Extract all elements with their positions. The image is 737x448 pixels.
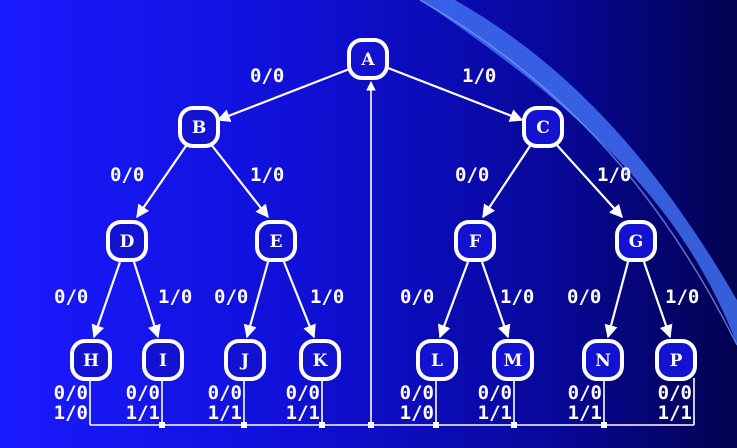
edge-g-n [604, 261, 630, 339]
node-g [615, 220, 657, 262]
node-label-i: I [159, 351, 167, 371]
leaf-return-p-1: 1/1 [658, 402, 692, 424]
node-b [178, 106, 220, 148]
node-i [142, 339, 184, 381]
edge-label-d-h: 0/0 [54, 286, 88, 308]
edge-label-f-l: 0/0 [400, 286, 434, 308]
edge-label-c-g: 1/0 [597, 164, 631, 186]
edge-d-i [132, 261, 161, 339]
leaf-return-i-0: 0/0 [126, 382, 160, 404]
edge-c-f [482, 142, 533, 219]
edge-label-a-c: 1/0 [462, 65, 496, 87]
node-j [224, 339, 266, 381]
leaf-return-i-1: 1/1 [126, 402, 160, 424]
decorative-swoosh-highlight [419, 0, 737, 346]
node-a [347, 38, 389, 80]
edge-b-e [209, 142, 269, 219]
node-k [299, 339, 341, 381]
leaf-return-h-1: 1/0 [54, 402, 88, 424]
node-l [416, 339, 458, 381]
node-label-d: D [120, 232, 135, 252]
node-label-a: A [360, 50, 375, 70]
node-label-n: N [595, 351, 611, 371]
leaf-return-p-0: 0/0 [658, 382, 692, 404]
node-label-p: P [670, 351, 683, 371]
node-label-h: H [83, 351, 99, 371]
edge-label-d-i: 1/0 [158, 286, 192, 308]
node-label-e: E [270, 232, 283, 252]
edge-label-e-k: 1/0 [310, 286, 344, 308]
edge-g-p [642, 261, 673, 339]
node-c [522, 106, 564, 148]
node-label-g: G [629, 232, 644, 252]
node-label-l: L [431, 351, 443, 371]
node-label-c: C [536, 118, 550, 138]
edge-d-h [91, 261, 122, 339]
edge-b-d [136, 142, 189, 219]
leaf-return-l-1: 1/0 [400, 402, 434, 424]
node-h [70, 339, 112, 381]
node-label-m: M [504, 351, 523, 371]
node-label-j: J [239, 351, 249, 371]
leaf-return-j-0: 0/0 [208, 382, 242, 404]
leaf-return-m-1: 1/1 [478, 402, 512, 424]
bus-junction [241, 422, 247, 428]
bus-junction [433, 422, 439, 428]
leaf-return-k-1: 1/1 [286, 402, 320, 424]
edge-e-k [282, 261, 316, 339]
bus-junction [159, 422, 165, 428]
bus-junction [511, 422, 517, 428]
leaf-return-h-0: 0/0 [54, 382, 88, 404]
leaf-return-m-0: 0/0 [478, 382, 512, 404]
edge-label-f-m: 1/0 [500, 286, 534, 308]
leaf-return-n-1: 1/1 [568, 402, 602, 424]
edge-c-g [554, 142, 623, 218]
leaf-return-k-0: 0/0 [286, 382, 320, 404]
leaf-return-l-0: 0/0 [400, 382, 434, 404]
node-n [582, 339, 624, 381]
edge-a-c [387, 66, 524, 122]
bus-junction [368, 422, 374, 428]
edge-label-b-d: 0/0 [110, 164, 144, 186]
edge-a-b [216, 66, 353, 122]
leaf-return-n-0: 0/0 [568, 382, 602, 404]
edge-label-b-e: 1/0 [250, 164, 284, 186]
edge-f-m [480, 261, 511, 339]
edge-label-g-p: 1/0 [665, 286, 699, 308]
edge-f-l [437, 261, 470, 339]
bus-junction [319, 422, 325, 428]
node-d [106, 220, 148, 262]
leaf-return-j-1: 1/1 [208, 402, 242, 424]
edge-label-c-f: 0/0 [455, 164, 489, 186]
node-label-b: B [192, 118, 206, 138]
edge-label-a-b: 0/0 [250, 65, 284, 87]
node-p [655, 339, 697, 381]
node-label-k: K [313, 351, 329, 371]
bus-junction [601, 422, 607, 428]
node-m [492, 339, 534, 381]
edge-label-e-j: 0/0 [214, 286, 248, 308]
node-e [255, 220, 297, 262]
edge-e-j [243, 261, 270, 339]
node-f [454, 220, 496, 262]
edge-label-g-n: 0/0 [567, 286, 601, 308]
node-label-f: F [469, 232, 481, 252]
